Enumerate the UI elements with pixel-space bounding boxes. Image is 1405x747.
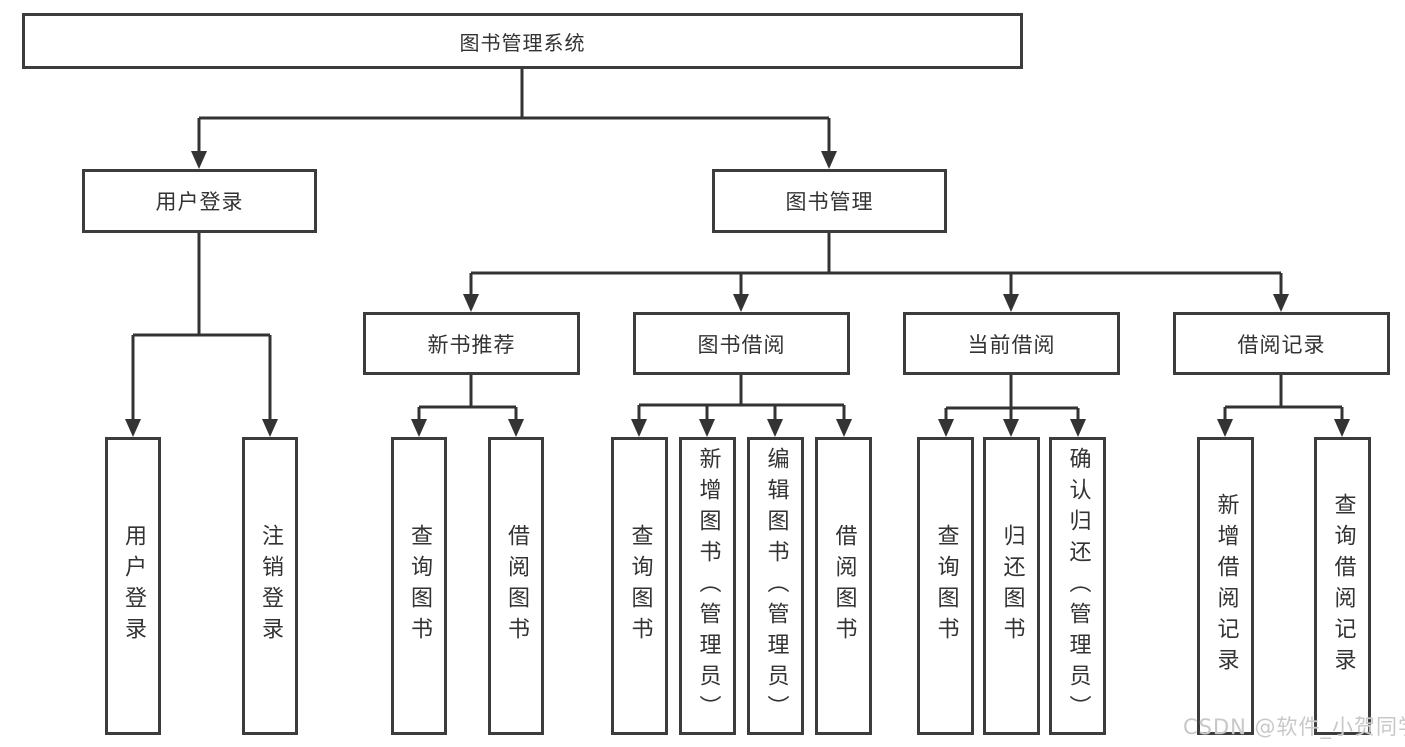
csdn-watermark: CSDN @软件_小贺同学 [1183, 715, 1405, 739]
node-book-borrow: 图书借阅 [633, 312, 850, 375]
leaf-current-query-books: 查询图书 [917, 437, 974, 735]
leaf-current-confirm-return-admin: 确认归还（管理员） [1049, 437, 1106, 735]
node-borrow-record-label: 借阅记录 [1237, 332, 1326, 357]
leaf-logout-login: 注销登录 [242, 437, 298, 735]
leaf-current-return-books: 归还图书 [983, 437, 1040, 735]
leaf-recommend-borrow-books: 借阅图书 [488, 437, 544, 735]
leaf-record-query-borrow-record-label: 查询借阅记录 [1330, 493, 1356, 679]
leaf-current-return-books-label: 归还图书 [999, 524, 1025, 648]
node-book-borrow-label: 图书借阅 [697, 332, 786, 357]
leaf-borrow-add-books-admin-label: 新增图书（管理员） [695, 446, 721, 726]
edge-root-to-level2 [191, 69, 837, 169]
edge-recommend-children [411, 375, 524, 437]
leaf-borrow-borrow-books: 借阅图书 [815, 437, 872, 735]
leaf-recommend-query-books-label: 查询图书 [407, 524, 432, 648]
leaf-current-confirm-return-admin-label: 确认归还（管理员） [1065, 446, 1091, 726]
node-current-borrow-label: 当前借阅 [967, 332, 1056, 357]
edge-records-children [1217, 375, 1350, 437]
leaf-logout-login-label: 注销登录 [258, 524, 283, 648]
leaf-borrow-edit-books-admin: 编辑图书（管理员） [747, 437, 804, 735]
node-library-system: 图书管理系统 [22, 13, 1023, 69]
edge-user-login-children [125, 233, 278, 437]
leaf-record-query-borrow-record: 查询借阅记录 [1314, 437, 1371, 735]
node-user-login: 用户登录 [82, 169, 317, 233]
node-book-management: 图书管理 [712, 169, 947, 233]
leaf-record-add-borrow-record: 新增借阅记录 [1197, 437, 1254, 735]
leaf-record-add-borrow-record-label: 新增借阅记录 [1213, 493, 1239, 679]
node-library-system-label: 图书管理系统 [459, 30, 586, 55]
leaf-borrow-query-books-label: 查询图书 [627, 524, 653, 648]
leaf-borrow-borrow-books-label: 借阅图书 [831, 524, 857, 648]
edge-book-management-children [463, 233, 1289, 312]
node-borrow-record: 借阅记录 [1173, 312, 1390, 375]
node-user-login-label: 用户登录 [155, 190, 244, 214]
leaf-user-login-label: 用户登录 [121, 524, 146, 648]
edge-current-children [938, 375, 1086, 437]
leaf-borrow-add-books-admin: 新增图书（管理员） [679, 437, 736, 735]
edge-borrow-children [631, 375, 852, 437]
leaf-recommend-query-books: 查询图书 [391, 437, 447, 735]
leaf-recommend-borrow-books-label: 借阅图书 [504, 524, 529, 648]
leaf-user-login: 用户登录 [105, 437, 161, 735]
node-current-borrow: 当前借阅 [903, 312, 1120, 375]
leaf-current-query-books-label: 查询图书 [933, 524, 959, 648]
node-new-book-recommend-label: 新书推荐 [427, 332, 516, 357]
node-new-book-recommend: 新书推荐 [363, 312, 580, 375]
leaf-borrow-query-books: 查询图书 [611, 437, 668, 735]
node-book-management-label: 图书管理 [785, 190, 874, 214]
leaf-borrow-edit-books-admin-label: 编辑图书（管理员） [763, 446, 789, 726]
